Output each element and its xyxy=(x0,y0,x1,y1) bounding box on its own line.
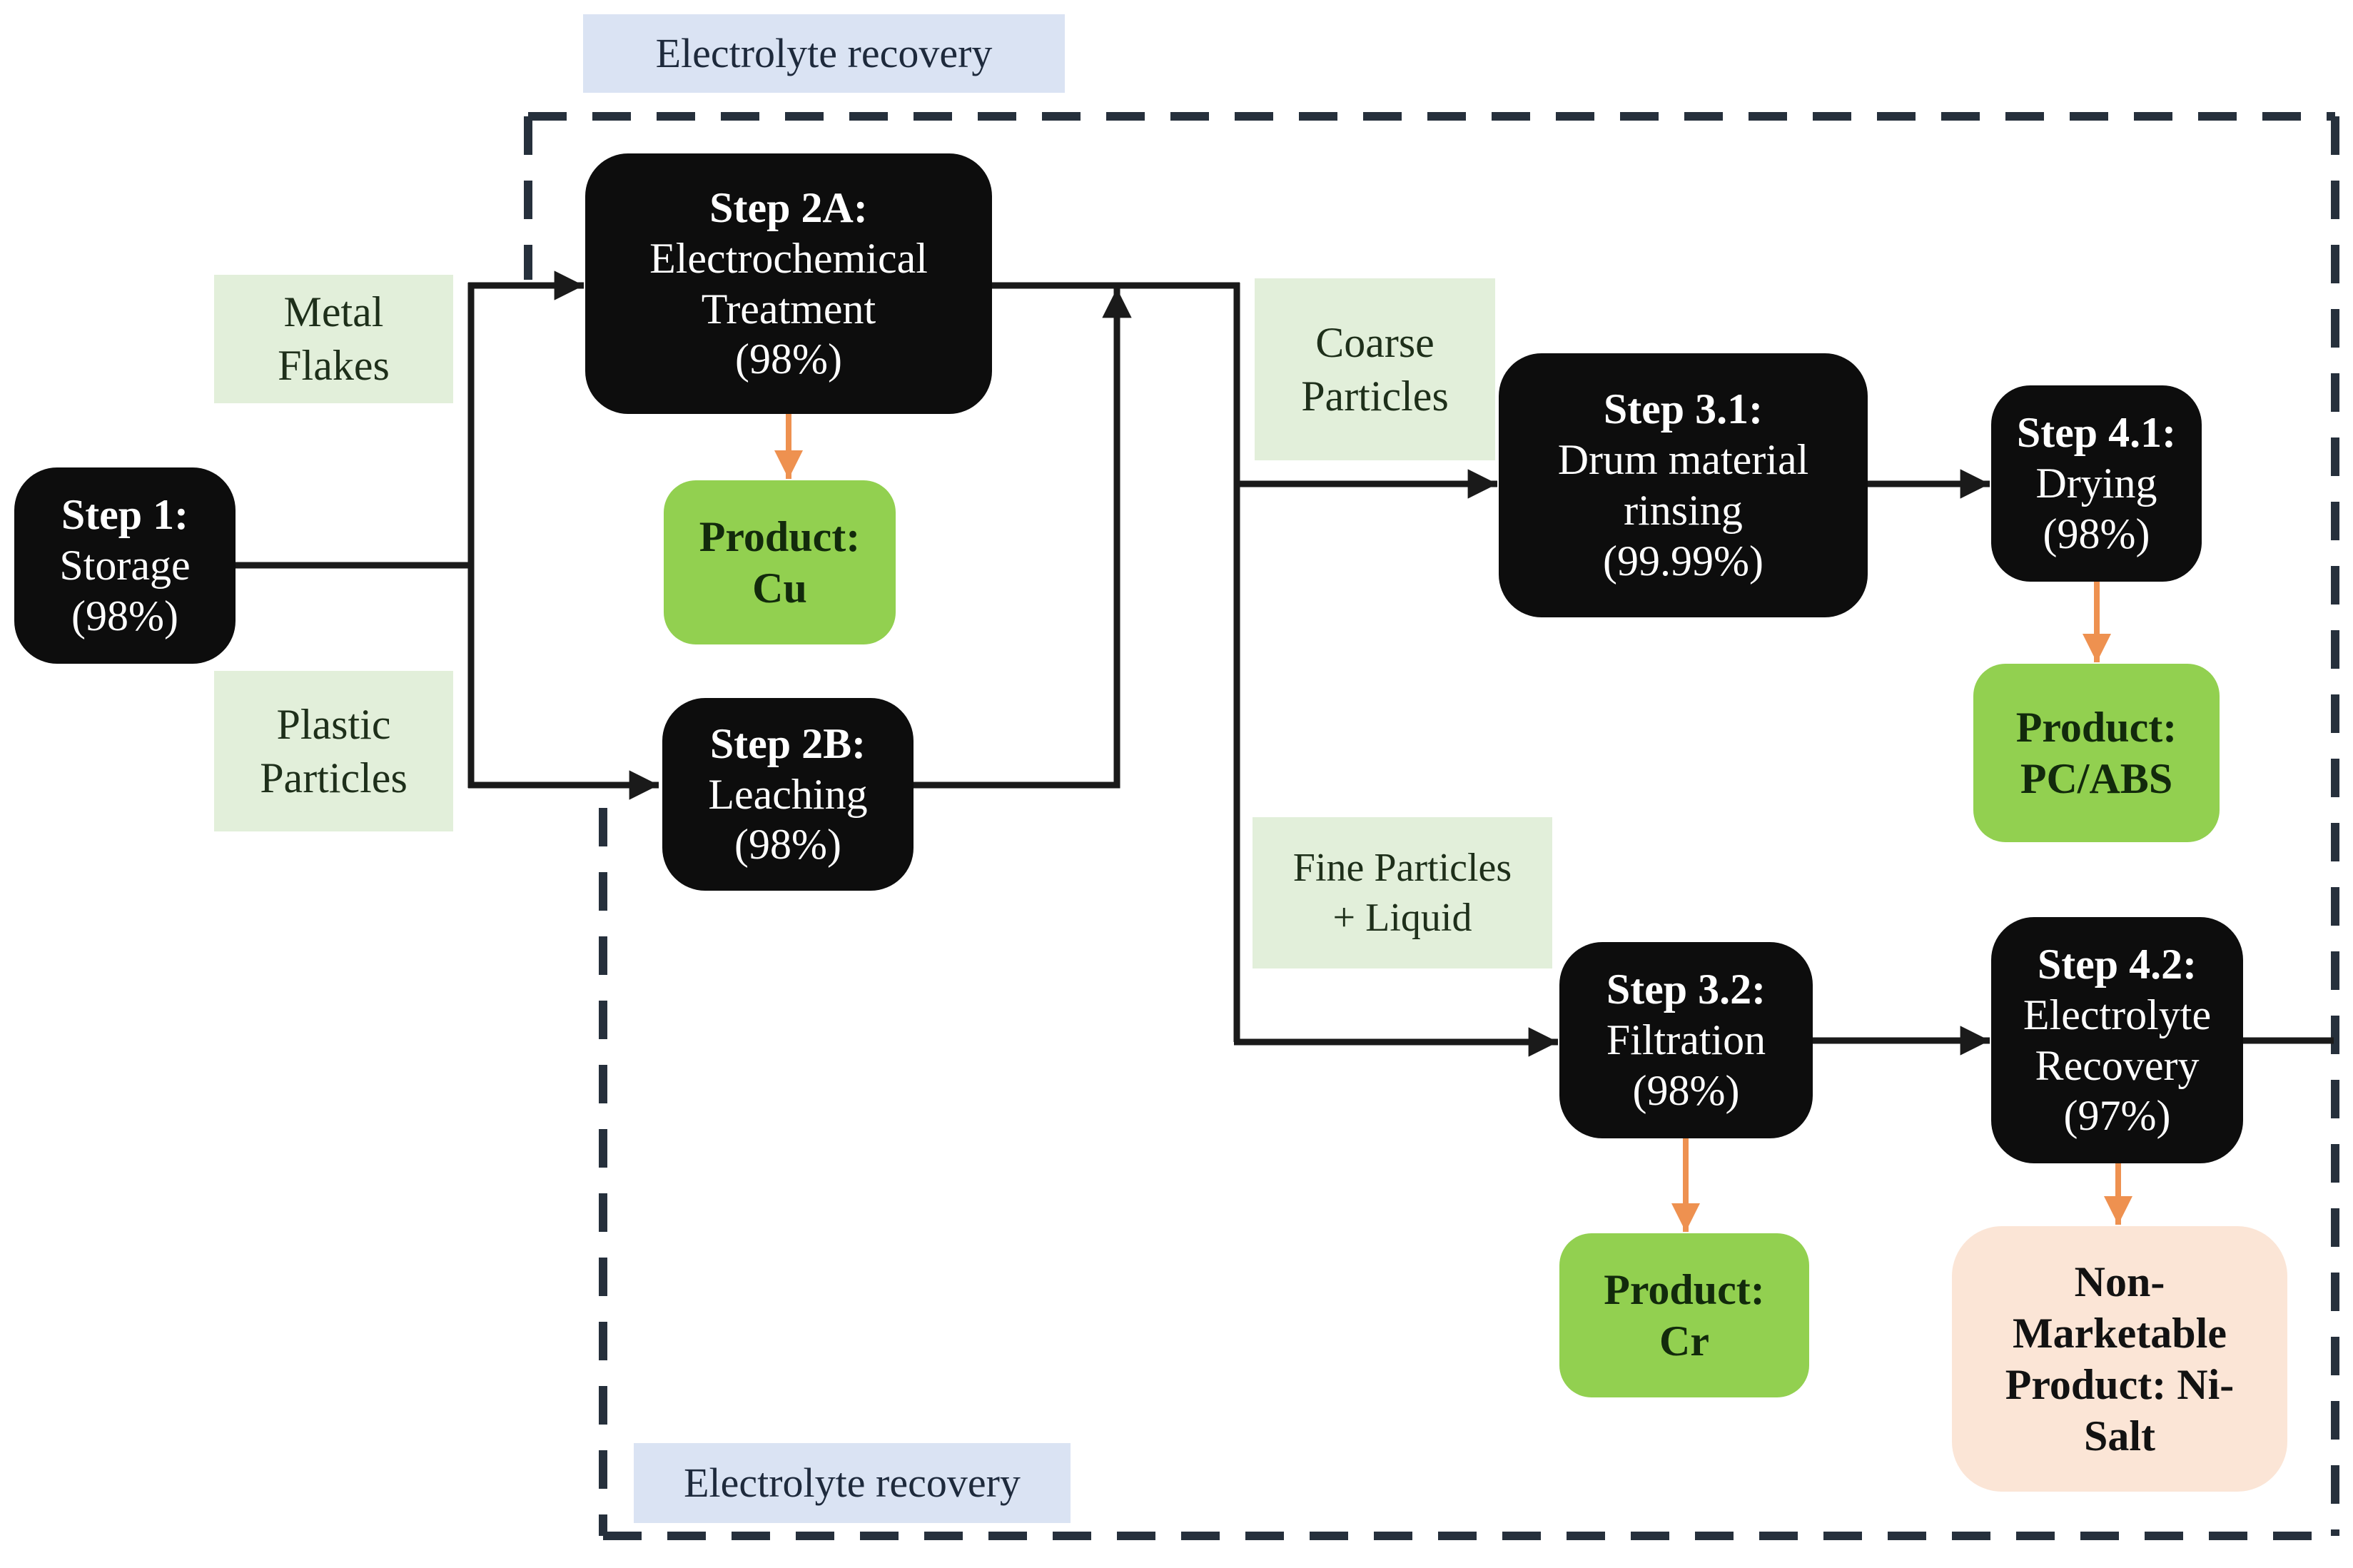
product-cu-title: Product: xyxy=(699,513,861,560)
product-pcabs-title: Product: xyxy=(2015,704,2177,751)
fine-particles-line1: Fine Particles xyxy=(1292,846,1512,890)
electrolyte-recovery-label-bottom: Electrolyte recovery xyxy=(634,1443,1071,1523)
step-4-2-line3: (97%) xyxy=(2063,1092,2171,1140)
step-3-2-title: Step 3.2: xyxy=(1606,966,1766,1013)
plastic-particles-label: Plastic Particles xyxy=(214,671,453,831)
product-pcabs-box: Product: PC/ABS xyxy=(1973,664,2220,842)
step-4-2-line2: Recovery xyxy=(2035,1041,2200,1089)
product-cr-value: Cr xyxy=(1659,1317,1709,1365)
step-2b-line2: (98%) xyxy=(734,821,841,869)
step-4-1-line1: Drying xyxy=(2035,460,2157,507)
ni-salt-line2: Marketable xyxy=(2013,1310,2227,1357)
step-3-2-box: Step 3.2: Filtration (98%) xyxy=(1559,942,1813,1138)
electrolyte-recovery-label-top-text: Electrolyte recovery xyxy=(655,30,993,77)
product-cr-box: Product: Cr xyxy=(1559,1233,1809,1397)
step-2a-box: Step 2A: Electrochemical Treatment (98%) xyxy=(585,153,992,414)
step-1-box: Step 1: Storage (98%) xyxy=(14,467,236,664)
coarse-particles-line1: Coarse xyxy=(1315,318,1434,366)
edge-step2b-up xyxy=(914,288,1132,789)
step-3-1-title: Step 3.1: xyxy=(1603,385,1764,433)
step-1-line2: (98%) xyxy=(71,592,178,639)
step-3-1-line3: (99.99%) xyxy=(1603,537,1764,585)
metal-flakes-line1: Metal xyxy=(283,288,384,335)
step-3-1-box: Step 3.1: Drum material rinsing (99.99%) xyxy=(1499,353,1868,617)
fine-particles-line2: + Liquid xyxy=(1332,896,1472,940)
step-3-2-line1: Filtration xyxy=(1606,1016,1766,1064)
product-pcabs-value: PC/ABS xyxy=(2020,755,2173,802)
ni-salt-line3: Product: Ni- xyxy=(2005,1361,2235,1408)
metal-flakes-label: Metal Flakes xyxy=(214,275,453,403)
non-marketable-product-ni-salt-box: Non- Marketable Product: Ni- Salt xyxy=(1952,1226,2287,1492)
step-2a-line1: Electrochemical xyxy=(649,234,928,282)
ni-salt-line4: Salt xyxy=(2083,1412,2156,1460)
step-4-2-line1: Electrolyte xyxy=(2023,991,2212,1038)
plastic-particles-line1: Plastic xyxy=(276,700,391,748)
fine-particles-label: Fine Particles + Liquid xyxy=(1253,817,1552,968)
step-2a-line3: (98%) xyxy=(735,335,842,383)
step-2a-line2: Treatment xyxy=(701,285,876,333)
step-4-1-line2: (98%) xyxy=(2043,510,2150,557)
step-1-title: Step 1: xyxy=(61,491,189,539)
step-2b-line1: Leaching xyxy=(708,770,868,818)
step-1-line1: Storage xyxy=(59,542,191,590)
electrolyte-recovery-label-bottom-text: Electrolyte recovery xyxy=(684,1460,1021,1507)
coarse-particles-label: Coarse Particles xyxy=(1255,278,1495,460)
plastic-particles-line2: Particles xyxy=(260,754,408,801)
product-cu-value: Cu xyxy=(752,565,807,612)
product-cr-title: Product: xyxy=(1604,1266,1765,1313)
step-2b-box: Step 2B: Leaching (98%) xyxy=(662,698,914,891)
coarse-particles-line2: Particles xyxy=(1301,372,1449,420)
step-3-2-line2: (98%) xyxy=(1632,1066,1740,1114)
step-3-1-line2: rinsing xyxy=(1624,487,1743,534)
step-4-1-title: Step 4.1: xyxy=(2016,409,2177,457)
step-2b-title: Step 2B: xyxy=(709,719,866,767)
step-4-2-title: Step 4.2: xyxy=(2037,940,2197,988)
product-cu-box: Product: Cu xyxy=(664,480,896,644)
ni-salt-line1: Non- xyxy=(2074,1258,2165,1305)
step-4-2-box: Step 4.2: Electrolyte Recovery (97%) xyxy=(1991,917,2243,1163)
step-3-1-line1: Drum material xyxy=(1557,436,1809,484)
step-4-1-box: Step 4.1: Drying (98%) xyxy=(1991,385,2202,582)
step-2a-title: Step 2A: xyxy=(709,183,868,231)
electrolyte-recovery-label-top: Electrolyte recovery xyxy=(583,14,1065,93)
metal-flakes-line2: Flakes xyxy=(278,342,390,389)
